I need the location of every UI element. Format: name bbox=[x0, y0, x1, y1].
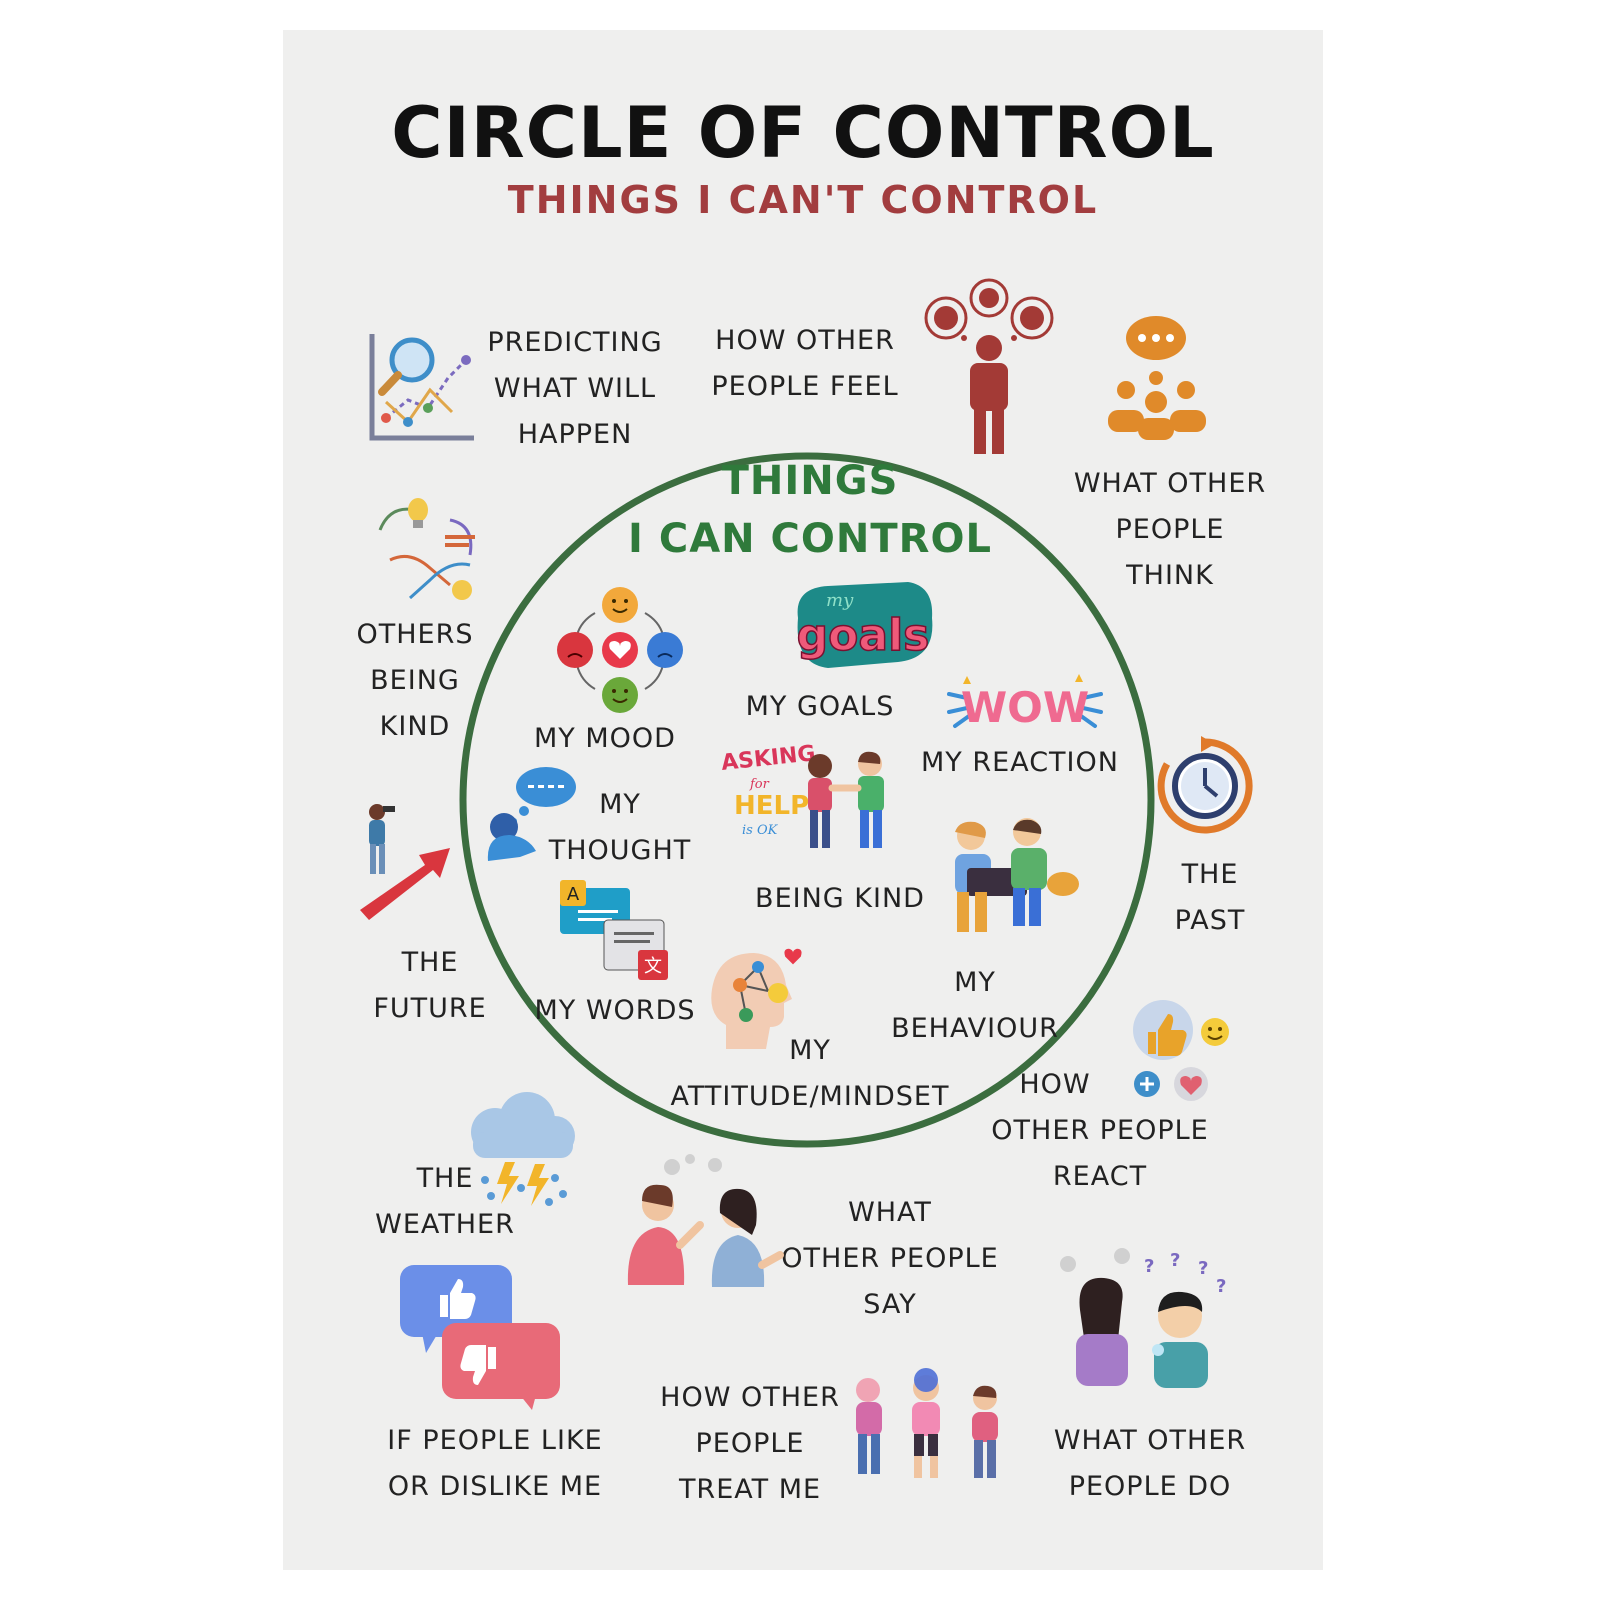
label-weather: THE WEATHER bbox=[375, 1163, 515, 1240]
letter-a-text: A bbox=[567, 884, 580, 905]
reactions-icon bbox=[1133, 1000, 1229, 1101]
svg-text:?: ? bbox=[1170, 1250, 1180, 1271]
words-cards-icon: A 文 bbox=[560, 880, 668, 980]
inner-title-line-1: THINGS bbox=[721, 458, 899, 504]
goals-big-text: goals bbox=[797, 610, 930, 661]
label-future: THE FUTURE bbox=[373, 947, 487, 1024]
for-text: for bbox=[749, 777, 770, 792]
label-my-words: MY WORDS bbox=[534, 995, 696, 1026]
char-wen-text: 文 bbox=[644, 956, 662, 977]
label-my-behaviour: MY BEHAVIOUR bbox=[891, 967, 1059, 1044]
chart-magnifier-icon bbox=[369, 334, 474, 441]
label-my-mood: MY MOOD bbox=[534, 723, 676, 754]
label-people-react: HOW OTHER PEOPLE REACT bbox=[991, 1069, 1209, 1192]
people-network-icon bbox=[1108, 316, 1206, 440]
svg-text:?: ? bbox=[1198, 1258, 1208, 1279]
label-my-reaction: MY REACTION bbox=[921, 747, 1119, 778]
wow-burst-icon: WOW bbox=[947, 674, 1103, 732]
label-my-goals: MY GOALS bbox=[745, 691, 895, 722]
clock-past-icon bbox=[1157, 736, 1253, 834]
mood-faces-icon bbox=[557, 587, 683, 713]
label-people-say: WHAT OTHER PEOPLE SAY bbox=[781, 1197, 999, 1320]
inner-title-line-2: I CAN CONTROL bbox=[628, 516, 992, 562]
label-predicting: PREDICTING WHAT WILL HAPPEN bbox=[487, 327, 663, 450]
person-emotions-icon bbox=[924, 278, 1054, 454]
label-my-thought: MY THOUGHT bbox=[548, 789, 692, 866]
label-people-think: WHAT OTHER PEOPLE THINK bbox=[1073, 468, 1267, 591]
help-text: HELP bbox=[734, 791, 809, 821]
label-people-feel: HOW OTHER PEOPLE FEEL bbox=[711, 325, 899, 402]
control-circle-ring bbox=[459, 452, 1155, 1148]
goals-small-text: my bbox=[826, 590, 854, 611]
page-title: CIRCLE OF CONTROL bbox=[391, 92, 1215, 174]
women-talking-icon bbox=[627, 1154, 784, 1287]
inner-title: THINGS I CAN CONTROL bbox=[560, 452, 1060, 568]
label-past: THE PAST bbox=[1174, 859, 1246, 936]
like-dislike-bubbles-icon bbox=[400, 1265, 560, 1410]
asking-help-icon: ASKING for HELP is OK bbox=[720, 741, 884, 848]
kids-carrying-icon bbox=[955, 818, 1079, 932]
page-subtitle: THINGS I CAN'T CONTROL bbox=[507, 178, 1099, 222]
label-like-dislike: IF PEOPLE LIKE OR DISLIKE ME bbox=[387, 1425, 603, 1502]
future-arrow-icon bbox=[360, 804, 450, 920]
goals-sticker-icon: my goals bbox=[796, 582, 933, 668]
wow-text: WOW bbox=[961, 683, 1089, 732]
is-ok-text: is OK bbox=[742, 823, 779, 838]
label-my-attitude: MY ATTITUDE/MINDSET bbox=[670, 1035, 950, 1112]
storm-cloud-icon bbox=[471, 1092, 575, 1206]
label-being-kind: BEING KIND bbox=[755, 883, 925, 914]
svg-text:?: ? bbox=[1216, 1276, 1226, 1297]
kids-group-icon bbox=[856, 1368, 998, 1478]
label-treat-me: HOW OTHER PEOPLE TREAT ME bbox=[660, 1382, 840, 1505]
confused-people-icon: ???? bbox=[1060, 1248, 1226, 1388]
thought-bubble-icon bbox=[487, 767, 576, 861]
svg-text:?: ? bbox=[1144, 1256, 1154, 1277]
helping-hands-icon bbox=[378, 498, 475, 600]
label-people-do: WHAT OTHER PEOPLE DO bbox=[1053, 1425, 1247, 1502]
label-others-kind: OTHERS BEING KIND bbox=[356, 619, 474, 742]
mindset-head-icon bbox=[711, 948, 802, 1049]
